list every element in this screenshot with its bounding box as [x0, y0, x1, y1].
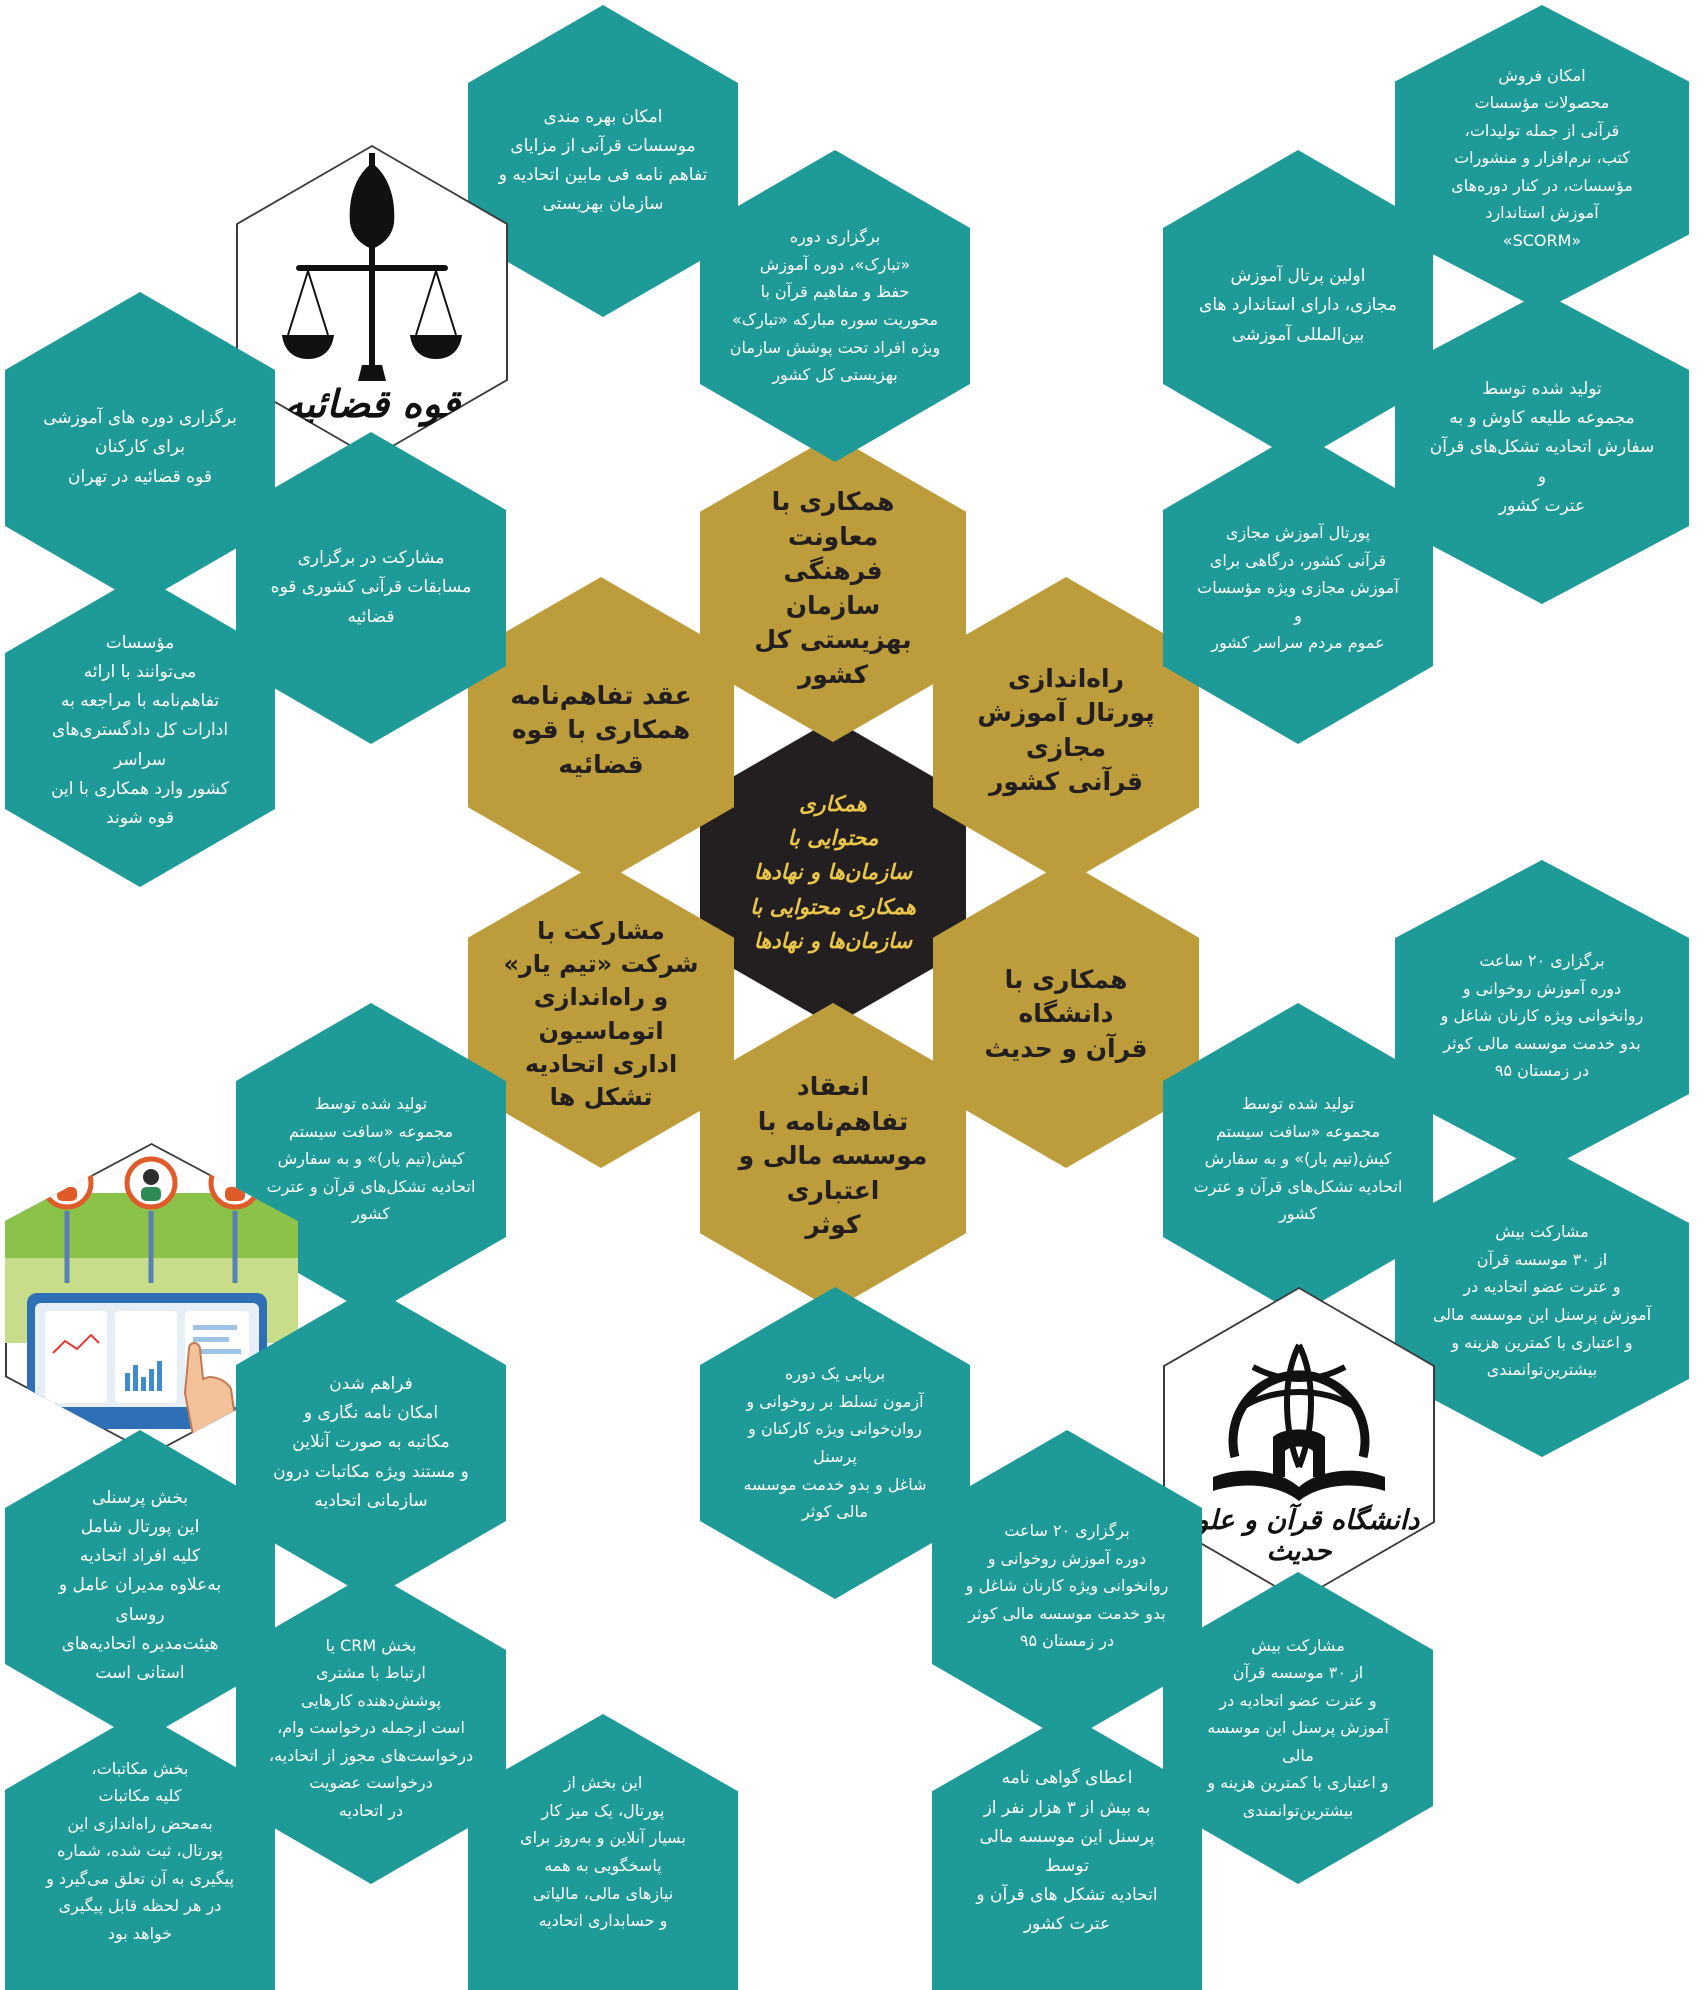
detail-kowsar-4-text: اعطای گواهی نامه به بیش از ۳ هزار نفر از…: [976, 1768, 1158, 1935]
university-logo-hex: دانشگاه قرآن و علوم حدیث: [1163, 1287, 1435, 1601]
theme-ghoveh: عقد تفاهم‌نامه همکاری با قوه قضائیه: [468, 577, 734, 884]
detail-teamyar-3-text: بخش پرسنلی این پورتال شامل کلیه افراد ات…: [58, 1487, 222, 1684]
detail-daneshgah-3: مشارکت بیش از ۳۰ موسسه قرآن و عترت عضو ا…: [1395, 1145, 1689, 1457]
detail-ghoveh-3-text: مؤسسات می‌توانند با ارائه تفاهم‌نامه با …: [51, 632, 229, 829]
detail-teamyar-6-text: این بخش از پورتال، یک میز کار بسیار آنلا…: [520, 1773, 686, 1931]
theme-daneshgah-label: همکاری با دانشگاه قرآن و حدیث: [984, 964, 1148, 1063]
detail-teamyar-3: بخش پرسنلی این پورتال شامل کلیه افراد ات…: [5, 1430, 275, 1742]
judiciary-emblem-icon: قوه قضائیه: [236, 145, 508, 459]
detail-daneshgah-2: تولید شده توسط مجموعه «سافت سیستم کیش(تی…: [1163, 1003, 1433, 1315]
university-emblem-icon: دانشگاه قرآن و علوم حدیث: [1163, 1287, 1435, 1601]
detail-daneshgah-1-text: برگزاری ۲۰ ساعت دوره آموزش روخوانی و روا…: [1440, 951, 1644, 1081]
detail-kowsar-1-text: برپایی یک دوره آزمون تسلط بر روخوانی و ر…: [743, 1364, 927, 1522]
detail-daneshgah-1: برگزاری ۲۰ ساعت دوره آموزش روخوانی و روا…: [1395, 860, 1689, 1172]
theme-kowsar: انعقاد تفاهم‌نامه با موسسه مالی و اعتبار…: [700, 1003, 966, 1310]
theme-daneshgah: همکاری با دانشگاه قرآن و حدیث: [933, 861, 1199, 1168]
detail-behzisti-1: امکان بهره مندی موسسات قرآنی از مزایای ت…: [468, 5, 738, 317]
theme-ghoveh-label: عقد تفاهم‌نامه همکاری با قوه قضائیه: [510, 680, 692, 779]
detail-daneshgah-2-text: تولید شده توسط مجموعه «سافت سیستم کیش(تی…: [1193, 1094, 1403, 1224]
theme-kowsar-label: انعقاد تفاهم‌نامه با موسسه مالی و اعتبار…: [738, 1072, 928, 1240]
detail-teamyar-5: بخش مکاتبات، کلیه مکاتبات به‌محض راه‌اند…: [5, 1712, 275, 1990]
detail-portal-2: اولین پرتال آموزش مجازی، دارای استاندارد…: [1163, 150, 1433, 462]
detail-teamyar-5-text: بخش مکاتبات، کلیه مکاتبات به‌محض راه‌اند…: [46, 1758, 234, 1943]
detail-teamyar-1-text: تولید شده توسط مجموعه «سافت سیستم کیش(تی…: [266, 1094, 476, 1224]
theme-teamyar: مشارکت با شرکت «تیم یار» و راه‌اندازی ات…: [468, 861, 734, 1168]
detail-portal-4: پورتال آموزش مجازی قرآنی کشور، درگاهی بر…: [1163, 432, 1433, 744]
detail-teamyar-6: این بخش از پورتال، یک میز کار بسیار آنلا…: [468, 1714, 738, 1990]
detail-teamyar-2: فراهم شدن امکان نامه نگاری و مکاتبه به ص…: [236, 1287, 506, 1599]
university-caption: دانشگاه قرآن و علوم حدیث: [1178, 1505, 1420, 1567]
detail-portal-1-text: امکان فروش محصولات مؤسسات قرآنی از جمله …: [1451, 65, 1633, 250]
detail-daneshgah-3-text: مشارکت بیش از ۳۰ موسسه قرآن و عترت عضو ا…: [1432, 1222, 1652, 1380]
dashboard-people-icon: [5, 1143, 298, 1455]
detail-portal-1: امکان فروش محصولات مؤسسات قرآنی از جمله …: [1395, 5, 1689, 311]
detail-kowsar-4: اعطای گواهی نامه به بیش از ۳ هزار نفر از…: [932, 1714, 1202, 1990]
detail-kowsar-3: مشارکت بیش از ۳۰ موسسه قرآن و عترت عضو ا…: [1163, 1572, 1433, 1884]
detail-portal-2-text: اولین پرتال آموزش مجازی، دارای استاندارد…: [1199, 266, 1397, 345]
theme-portal: راه‌اندازی پورتال آموزش مجازی قرآنی کشور: [933, 577, 1199, 884]
detail-teamyar-4-text: بخش CRM یا ارتباط با مشتری پوشش‌دهنده کا…: [268, 1635, 474, 1820]
detail-ghoveh-1: برگزاری دوره های آموزشی برای کارکنان قوه…: [5, 292, 275, 604]
theme-portal-label: راه‌اندازی پورتال آموزش مجازی قرآنی کشور: [977, 663, 1155, 797]
center-title: همکاری محتوایی با سازمان‌ها و نهادها همک…: [750, 792, 916, 953]
theme-teamyar-label: مشارکت با شرکت «تیم یار» و راه‌اندازی ات…: [503, 917, 699, 1111]
center-hexagon: همکاری محتوایی با سازمان‌ها و نهادها همک…: [700, 719, 966, 1026]
detail-portal-4-text: پورتال آموزش مجازی قرآنی کشور، درگاهی بر…: [1197, 523, 1399, 653]
judiciary-logo-hex: قوه قضائیه: [236, 145, 508, 459]
judiciary-caption: قوه قضائیه: [283, 381, 461, 426]
detail-kowsar-3-text: مشارکت بیش از ۳۰ موسسه قرآن و عترت عضو ا…: [1207, 1635, 1389, 1820]
theme-behzisti-label: همکاری با معاونت فرهنگی سازمان بهزیستی ک…: [754, 487, 912, 689]
detail-behzisti-2: برگزاری دوره «تبارک»، دوره آموزش حفظ و م…: [700, 150, 970, 462]
detail-kowsar-2: برگزاری ۲۰ ساعت دوره آموزش روخوانی و روا…: [932, 1430, 1202, 1742]
detail-kowsar-1: برپایی یک دوره آزمون تسلط بر روخوانی و ر…: [700, 1287, 970, 1599]
detail-kowsar-2-text: برگزاری ۲۰ ساعت دوره آموزش روخوانی و روا…: [965, 1521, 1169, 1651]
detail-behzisti-2-text: برگزاری دوره «تبارک»، دوره آموزش حفظ و م…: [729, 227, 941, 385]
detail-ghoveh-2: مشارکت در برگزاری مسابقات قرآنی کشوری قو…: [236, 432, 506, 744]
theme-behzisti: همکاری با معاونت فرهنگی سازمان بهزیستی ک…: [700, 435, 966, 742]
detail-teamyar-4: بخش CRM یا ارتباط با مشتری پوشش‌دهنده کا…: [236, 1572, 506, 1884]
detail-portal-3: تولید شده توسط مجموعه طلیعه کاوش و به سف…: [1395, 292, 1689, 604]
detail-ghoveh-2-text: مشارکت در برگزاری مسابقات قرآنی کشوری قو…: [270, 548, 472, 627]
detail-teamyar-2-text: فراهم شدن امکان نامه نگاری و مکاتبه به ص…: [273, 1373, 469, 1511]
detail-portal-3-text: تولید شده توسط مجموعه طلیعه کاوش و به سف…: [1429, 378, 1655, 516]
detail-ghoveh-3: مؤسسات می‌توانند با ارائه تفاهم‌نامه با …: [5, 575, 275, 887]
detail-ghoveh-1-text: برگزاری دوره های آموزشی برای کارکنان قوه…: [43, 408, 237, 487]
detail-behzisti-1-text: امکان بهره مندی موسسات قرآنی از مزایای ت…: [498, 106, 708, 215]
